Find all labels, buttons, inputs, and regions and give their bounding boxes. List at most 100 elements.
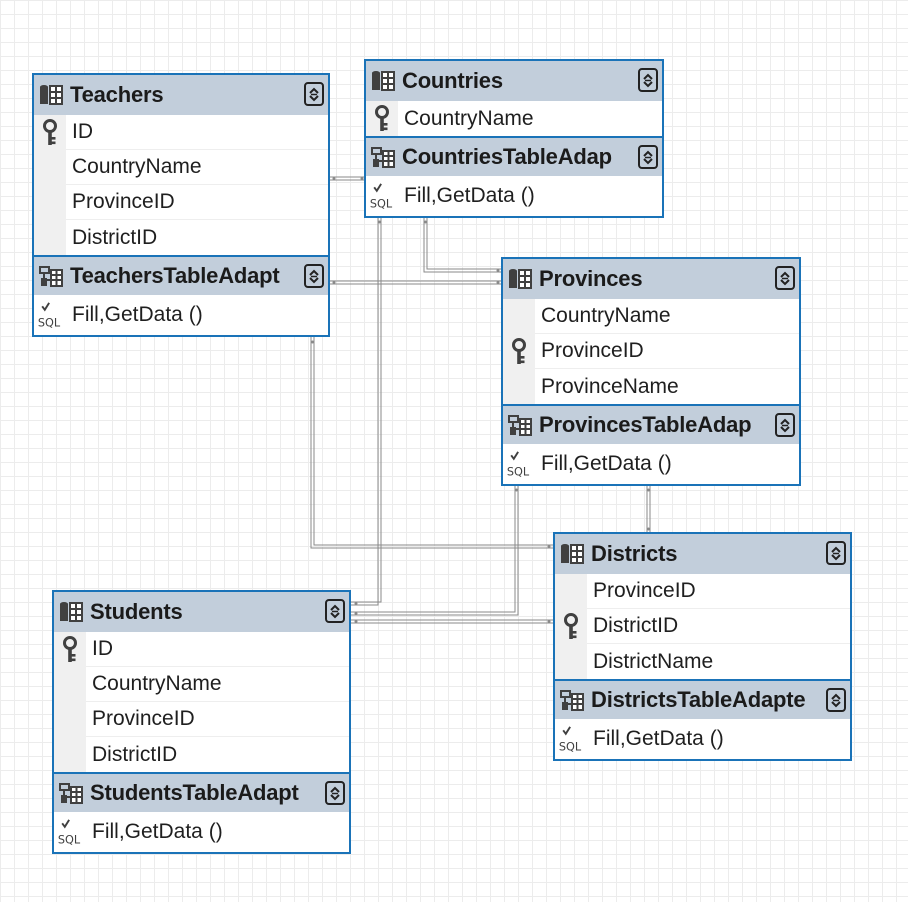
row-gutter [503,369,535,404]
column-name[interactable]: CountryName [404,106,534,130]
table-adapter-icon [58,780,84,806]
query-method-row[interactable]: SQL Fill,GetData () [34,295,328,335]
sql-icon: SQL [369,183,395,210]
column-name[interactable]: CountryName [86,667,349,702]
sql-icon: SQL [37,302,63,329]
table-adapter-title: TeachersTableAdapt [70,263,280,288]
column-name[interactable]: DistrictID [72,225,158,249]
svg-text:SQL: SQL [507,465,530,478]
row-gutter: SQL [555,719,587,759]
query-method-row[interactable]: SQL Fill,GetData () [555,719,850,759]
column-row[interactable]: ProvinceID [503,334,799,369]
table-adapter-title: ProvincesTableAdap [539,412,752,437]
column-name[interactable]: ID [86,632,349,667]
table-adapter-header[interactable]: TeachersTableAdapt [34,255,328,295]
svg-text:SQL: SQL [559,740,582,753]
query-method-row[interactable]: SQL Fill,GetData () [366,176,662,216]
table-title: Teachers [70,82,164,107]
column-name[interactable]: DistrictID [92,742,178,766]
row-gutter [34,150,66,185]
query-method-name[interactable]: Fill,GetData () [92,820,223,843]
svg-text:SQL: SQL [370,197,393,210]
table-header[interactable]: Countries [366,61,662,101]
collapse-icon[interactable] [638,145,658,169]
column-name[interactable]: CountryName [535,299,799,334]
table-icon [507,266,533,292]
column-row[interactable]: ProvinceID [34,185,328,220]
table-header[interactable]: Provinces [503,259,799,299]
column-name[interactable]: CountryName [66,150,328,185]
table-adapter-header[interactable]: CountriesTableAdap [366,136,662,176]
relation-countries-provinces [423,218,503,273]
row-gutter [366,101,398,136]
column-row[interactable]: CountryName [34,150,328,185]
table-icon [370,68,396,94]
table-adapter-header[interactable]: ProvincesTableAdap [503,404,799,444]
query-method-name[interactable]: Fill,GetData () [404,184,535,207]
collapse-icon[interactable] [325,599,345,623]
svg-text:SQL: SQL [38,316,61,329]
column-row[interactable]: CountryName [503,299,799,334]
primary-key-icon [506,337,532,365]
row-gutter [503,334,535,369]
collapse-icon[interactable] [304,82,324,106]
column-row[interactable]: DistrictID [34,220,328,255]
column-row[interactable]: ID [54,632,349,667]
column-row[interactable]: CountryName [54,667,349,702]
column-name[interactable]: ProvinceID [66,185,328,220]
query-method-name[interactable]: Fill,GetData () [72,303,203,326]
column-row[interactable]: ID [34,115,328,150]
primary-key-icon [37,118,63,146]
row-gutter [555,574,587,609]
collapse-icon[interactable] [304,264,324,288]
column-name[interactable]: ID [66,115,328,150]
query-method-name[interactable]: Fill,GetData () [593,727,724,750]
column-name[interactable]: ProvinceName [541,374,679,398]
table-icon [559,541,585,567]
table-adapter-header[interactable]: StudentsTableAdapt [54,772,349,812]
column-name[interactable]: DistrictName [593,649,714,673]
row-gutter [34,220,66,255]
column-row[interactable]: ProvinceID [555,574,850,609]
column-row[interactable]: DistrictID [54,737,349,772]
collapse-icon[interactable] [325,781,345,805]
column-row[interactable]: ProvinceName [503,369,799,404]
column-name[interactable]: ProvinceID [535,334,799,369]
table-header[interactable]: Districts [555,534,850,574]
row-gutter [34,185,66,220]
collapse-icon[interactable] [826,541,846,565]
query-method-row[interactable]: SQL Fill,GetData () [54,812,349,852]
table-adapter-icon [370,144,396,170]
row-gutter: SQL [366,176,398,216]
column-name[interactable]: ProvinceID [86,702,349,737]
column-name[interactable]: ProvinceID [587,574,850,609]
collapse-icon[interactable] [638,68,658,92]
column-row[interactable]: ProvinceID [54,702,349,737]
table-header[interactable]: Teachers [34,75,328,115]
query-method-row[interactable]: SQL Fill,GetData () [503,444,799,484]
table-title: Countries [402,68,503,93]
table-header[interactable]: Students [54,592,349,632]
collapse-icon[interactable] [775,266,795,290]
row-gutter [54,702,86,737]
table-adapter-header[interactable]: DistrictsTableAdapte [555,679,850,719]
relation-countries-students [351,218,379,606]
collapse-icon[interactable] [826,688,846,712]
table-title: Districts [591,541,678,566]
column-row[interactable]: DistrictName [555,644,850,679]
column-row[interactable]: CountryName [366,101,662,136]
row-gutter: SQL [54,812,86,852]
collapse-icon[interactable] [775,413,795,437]
table-adapter-title: StudentsTableAdapt [90,780,299,805]
row-gutter [54,632,86,667]
column-row[interactable]: DistrictID [555,609,850,644]
query-method-name[interactable]: Fill,GetData () [541,452,672,475]
table-title: Provinces [539,266,643,291]
column-name[interactable]: DistrictID [587,609,850,644]
table-adapter-icon [559,687,585,713]
